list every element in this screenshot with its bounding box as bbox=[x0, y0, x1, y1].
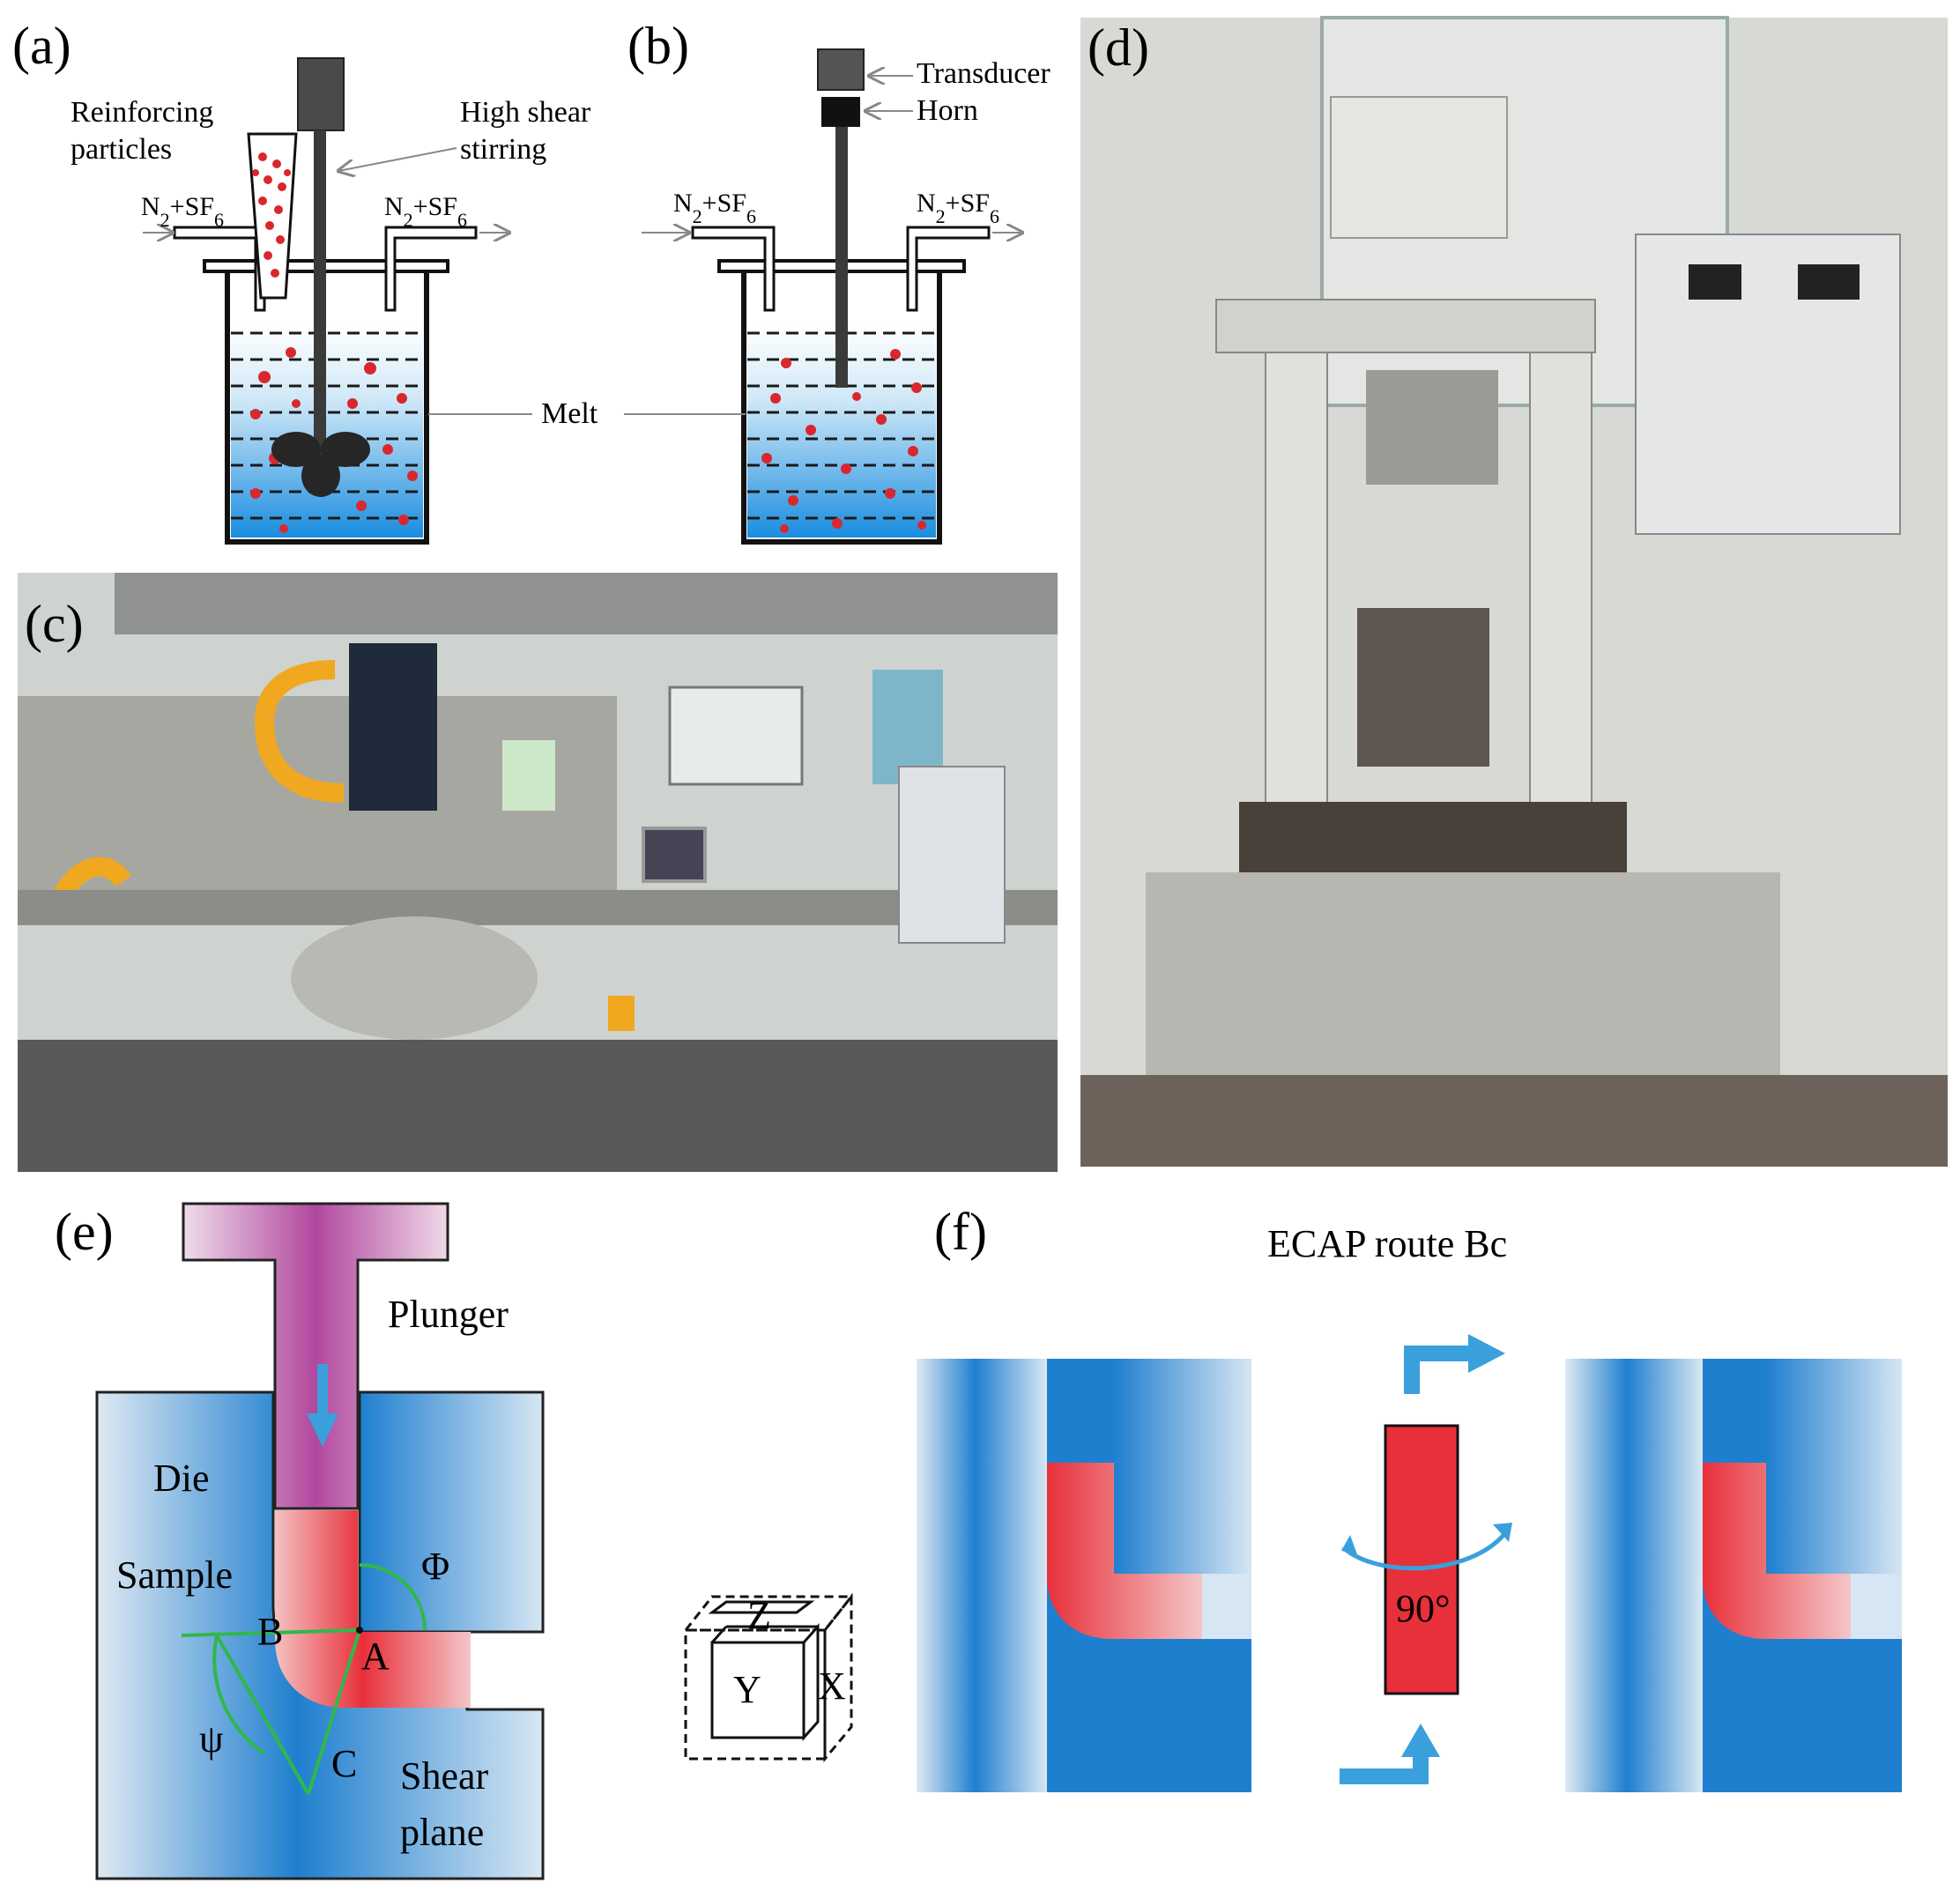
label-shear-2: plane bbox=[400, 1811, 484, 1854]
label-melt: Melt bbox=[541, 397, 598, 430]
panel-e: (e) Plunger Die Sample Φ ψ A B C Shear p… bbox=[55, 1202, 545, 1880]
point-a-marker bbox=[356, 1627, 363, 1634]
gas-right-label-a: N2+SF6 bbox=[384, 192, 467, 231]
photo-c-yellow-pipe bbox=[254, 660, 345, 803]
photo-c-window-1 bbox=[668, 686, 804, 786]
panel-f-label: (f) bbox=[934, 1203, 987, 1261]
horn bbox=[821, 97, 860, 127]
photo-c-frame bbox=[18, 890, 1058, 925]
die-f-right bbox=[1565, 1359, 1902, 1792]
label-route: ECAP route Bc bbox=[1267, 1222, 1507, 1265]
photo-c-yellow-block bbox=[608, 996, 635, 1031]
plunger bbox=[182, 1202, 449, 1510]
panel-d-label: (d) bbox=[1088, 19, 1149, 77]
panel-c: (c) bbox=[18, 573, 1058, 1172]
label-rotation: 90° bbox=[1396, 1587, 1451, 1630]
gas-pipe-right-a bbox=[384, 226, 478, 312]
plunger-arrow-shaft bbox=[317, 1364, 328, 1417]
melt-a bbox=[231, 326, 423, 538]
panel-a-label: (a) bbox=[12, 17, 71, 75]
panel-d: (d) bbox=[1080, 16, 1948, 1167]
label-point-c: C bbox=[331, 1742, 357, 1785]
photo-c-base bbox=[18, 1040, 1058, 1172]
panel-b-label: (b) bbox=[627, 17, 689, 75]
photo-c-ceiling bbox=[115, 573, 1058, 634]
particles-hopper bbox=[252, 152, 291, 278]
photo-d-die-block bbox=[1357, 608, 1489, 767]
melt-lines-b bbox=[747, 331, 936, 520]
die-right-block bbox=[358, 1390, 545, 1634]
photo-c-control-panel bbox=[898, 766, 1006, 944]
label-die: Die bbox=[153, 1457, 210, 1500]
label-stirring-1: High shear bbox=[460, 96, 591, 129]
sample-rotating bbox=[1384, 1424, 1459, 1695]
photo-d-ground bbox=[1080, 1075, 1948, 1167]
label-transducer: Transducer bbox=[917, 57, 1051, 90]
particle-hopper bbox=[247, 132, 298, 300]
photo-d-cylinder bbox=[1330, 96, 1508, 239]
panel-c-label: (c) bbox=[25, 595, 84, 653]
gas-pipe-left-b bbox=[691, 226, 776, 312]
horn-rod bbox=[835, 127, 848, 388]
label-sample: Sample bbox=[116, 1553, 233, 1597]
flow-arrow-top-head bbox=[1468, 1334, 1505, 1373]
photo-d-ram bbox=[1366, 370, 1498, 485]
particles-melt-b bbox=[761, 349, 926, 533]
crucible-a bbox=[225, 273, 429, 545]
panel-a: (a) bbox=[12, 17, 591, 545]
gas-left-label-a: N2+SF6 bbox=[141, 192, 224, 231]
label-point-a: A bbox=[361, 1635, 390, 1678]
rotation-arc bbox=[1341, 1531, 1507, 1571]
photo-c-screen bbox=[642, 827, 707, 883]
panel-f: (f) ECAP route Bc Z Y X bbox=[682, 1203, 1902, 1792]
photo-d-control-box bbox=[1635, 234, 1901, 535]
photo-d-display-2 bbox=[1798, 264, 1860, 300]
label-point-b: B bbox=[257, 1610, 283, 1653]
crucible-b bbox=[741, 273, 942, 545]
axis-y: Y bbox=[733, 1668, 761, 1711]
sample-channel bbox=[275, 1510, 471, 1708]
flow-arrow-top bbox=[1404, 1346, 1472, 1394]
rotation-arc-tail bbox=[1341, 1535, 1357, 1554]
panel-b: (b) Transducer H bbox=[428, 17, 1051, 545]
gas-right-label-b: N2+SF6 bbox=[917, 189, 999, 227]
photo-d-table bbox=[1239, 802, 1627, 872]
stirrer-motor bbox=[297, 57, 345, 131]
plunger-arrow-head bbox=[307, 1413, 338, 1447]
die-f-left bbox=[917, 1359, 1251, 1792]
flow-arrow-bottom-head bbox=[1401, 1724, 1440, 1757]
shear-geometry bbox=[181, 1563, 427, 1796]
photo-d-column-right bbox=[1529, 352, 1592, 812]
label-plunger: Plunger bbox=[388, 1293, 509, 1336]
melt-lines-a bbox=[231, 331, 423, 520]
label-horn: Horn bbox=[917, 94, 978, 127]
photo-d-crosshead bbox=[1215, 299, 1596, 353]
label-reinforcing-2: particles bbox=[71, 133, 172, 166]
photo-d-column-left bbox=[1265, 352, 1328, 812]
label-reinforcing-1: Reinforcing bbox=[71, 96, 213, 129]
stirring-pointer bbox=[338, 147, 457, 171]
label-stirring-2: stirring bbox=[460, 133, 546, 166]
stirrer-impeller bbox=[271, 432, 370, 497]
photo-c-heat-exchanger bbox=[349, 643, 437, 811]
axis-z: Z bbox=[747, 1594, 771, 1637]
rotation-arc-head bbox=[1493, 1523, 1512, 1542]
flow-arrow-bottom bbox=[1340, 1753, 1429, 1784]
label-phi: Φ bbox=[421, 1545, 449, 1588]
transducer bbox=[817, 48, 865, 91]
label-psi: ψ bbox=[199, 1717, 224, 1761]
label-shear-1: Shear bbox=[400, 1754, 489, 1798]
photo-c-green-sign bbox=[502, 740, 555, 811]
panel-e-label: (e) bbox=[55, 1203, 114, 1261]
stirrer-shaft bbox=[314, 130, 326, 456]
gas-pipe-right-b bbox=[906, 226, 991, 312]
photo-c-window-2 bbox=[872, 670, 943, 784]
photo-c-tank bbox=[291, 916, 538, 1040]
axes-cube bbox=[682, 1592, 855, 1763]
photo-d-display-1 bbox=[1689, 264, 1741, 300]
axis-x: X bbox=[818, 1664, 846, 1708]
gas-left-label-b: N2+SF6 bbox=[673, 189, 756, 227]
